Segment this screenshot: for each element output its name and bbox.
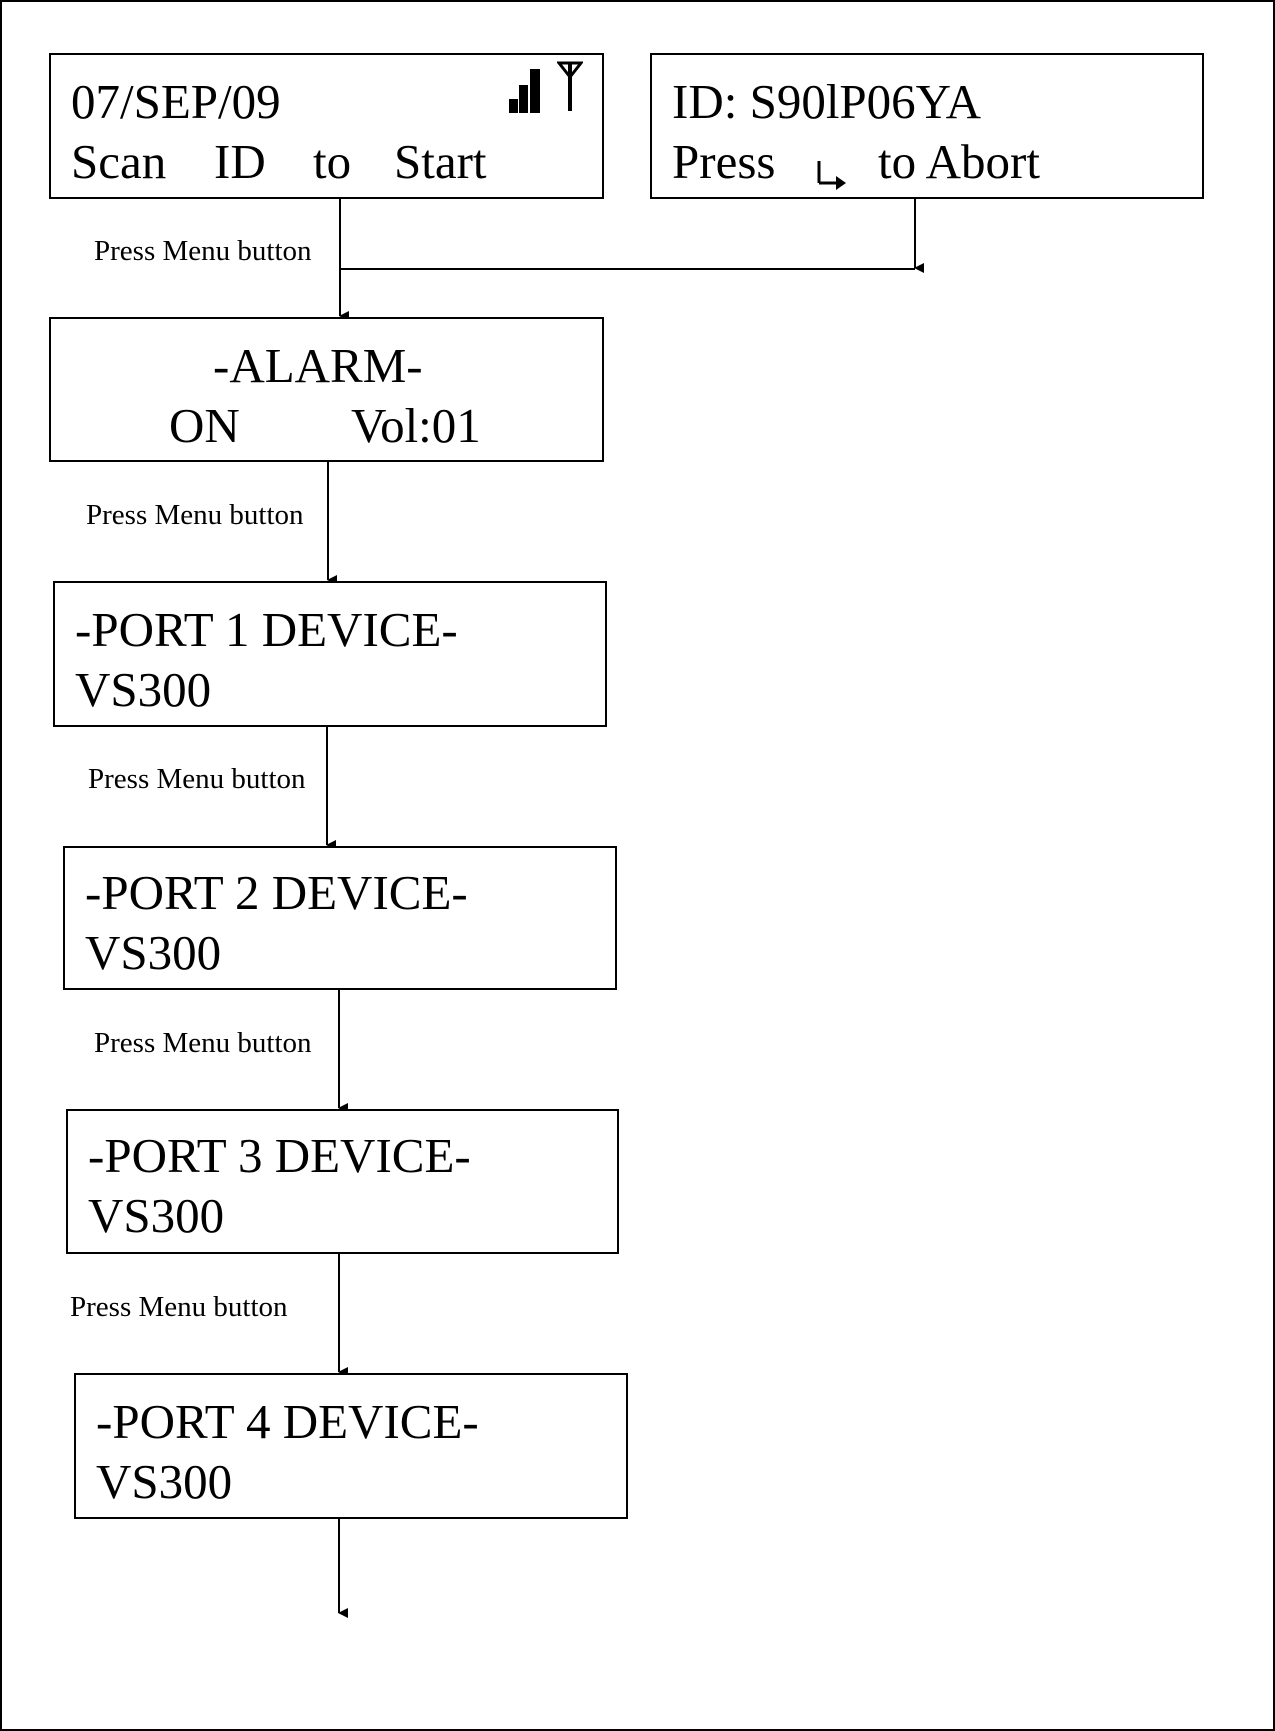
abort-text: to Abort	[878, 134, 1040, 189]
date-text: 07/SEP/09	[71, 74, 281, 129]
signal-strength-icon	[509, 69, 540, 113]
port-title: -PORT 3 DEVICE-	[88, 1128, 471, 1183]
enter-key-icon	[817, 161, 846, 190]
port-title: -PORT 4 DEVICE-	[96, 1394, 479, 1449]
port-device: VS300	[85, 925, 222, 980]
prompt-word-to: to	[313, 134, 352, 189]
scanned-id-text: ID: S90lP06YA	[672, 74, 982, 129]
port-device: VS300	[96, 1454, 233, 1509]
port-device: VS300	[88, 1188, 225, 1243]
lcd-screen-port-2: -PORT 2 DEVICE- VS300	[63, 846, 617, 990]
press-word: Press	[672, 134, 776, 189]
antenna-icon	[557, 61, 583, 111]
prompt-word-start: Start	[394, 134, 487, 189]
transition-label: Press Menu button	[94, 1027, 312, 1059]
lcd-screen-port-3: -PORT 3 DEVICE- VS300	[66, 1109, 619, 1254]
port-title: -PORT 1 DEVICE-	[75, 602, 458, 657]
port-title: -PORT 2 DEVICE-	[85, 865, 468, 920]
transition-label: Press Menu button	[94, 235, 312, 267]
lcd-screen-port-4: -PORT 4 DEVICE- VS300	[74, 1373, 628, 1519]
port-device: VS300	[75, 662, 212, 717]
alarm-volume: Vol:01	[351, 398, 481, 453]
lcd-screen-idle: 07/SEP/09 Scan ID to Start	[49, 53, 604, 199]
transition-label: Press Menu button	[88, 763, 306, 795]
lcd-screen-port-1: -PORT 1 DEVICE- VS300	[53, 581, 607, 727]
alarm-title: -ALARM-	[213, 338, 423, 393]
lcd-screen-scanned-id: ID: S90lP06YA Press to Abort	[650, 53, 1204, 199]
alarm-state: ON	[169, 398, 240, 453]
transition-label: Press Menu button	[70, 1291, 288, 1323]
lcd-screen-alarm: -ALARM- ON Vol:01	[49, 317, 604, 462]
prompt-word-id: ID	[214, 134, 266, 189]
transition-label: Press Menu button	[86, 499, 304, 531]
prompt-word-scan: Scan	[71, 134, 167, 189]
